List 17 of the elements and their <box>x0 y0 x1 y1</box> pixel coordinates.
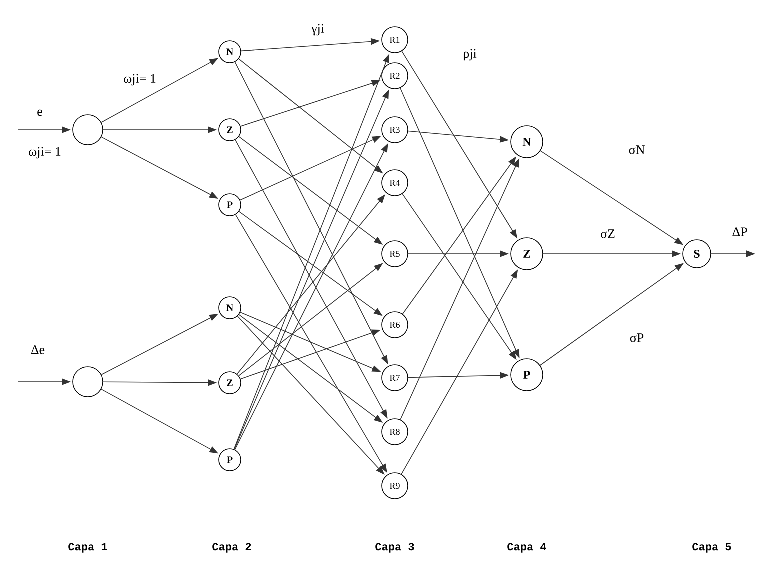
edge-label: ΔP <box>731 226 749 238</box>
text-label: Capa 5 <box>692 543 732 553</box>
edge-label: σP <box>628 332 646 344</box>
text-label: Capa 4 <box>508 543 546 553</box>
edge-label: ρji <box>462 48 478 62</box>
neuron-circle <box>72 366 104 398</box>
text-label: ωji= 1 <box>29 147 61 159</box>
edge-label: Δe <box>30 344 46 356</box>
text-label: Capa 3 <box>376 543 414 553</box>
edge-label: γji <box>310 23 326 37</box>
edge-label: σN <box>628 144 646 156</box>
text-label: Capa 1 <box>68 543 108 553</box>
neuron-circle <box>72 114 104 146</box>
edge-label: ωji= 1 <box>122 73 158 87</box>
edge-label: σZ <box>600 228 616 240</box>
text-label: Capa 2 <box>212 543 252 553</box>
edge-label: e <box>36 108 44 118</box>
